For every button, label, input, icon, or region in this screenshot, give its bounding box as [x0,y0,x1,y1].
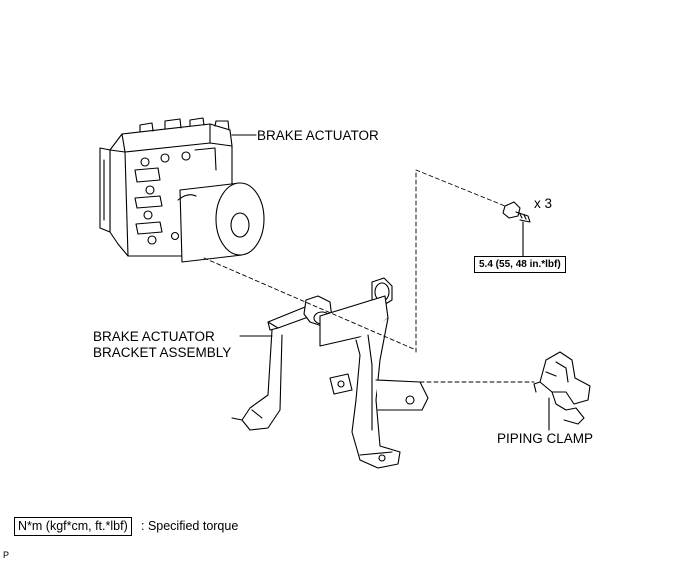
brake-actuator-label: BRAKE ACTUATOR [257,128,379,143]
torque-unit-legend-box: N*m (kgf*cm, ft.*lbf) [14,517,132,536]
bracket-assembly-illustration [231,277,429,469]
bracket-assembly-label-line1: BRAKE ACTUATOR [93,329,215,344]
brake-actuator-illustration [99,117,265,263]
bolt-quantity-label: x 3 [534,196,553,211]
bolt-illustration [502,201,531,223]
piping-clamp-label: PIPING CLAMP [497,431,594,446]
corner-code: P [3,550,10,560]
bracket-assembly-label-line2: BRACKET ASSEMBLY [93,345,232,360]
piping-clamp-illustration [533,351,591,425]
torque-legend-description: : Specified torque [141,519,239,533]
alignment-lines [203,169,535,383]
torque-spec-box: 5.4 (55, 48 in.*lbf) [474,256,566,273]
leader-lines [231,134,550,431]
